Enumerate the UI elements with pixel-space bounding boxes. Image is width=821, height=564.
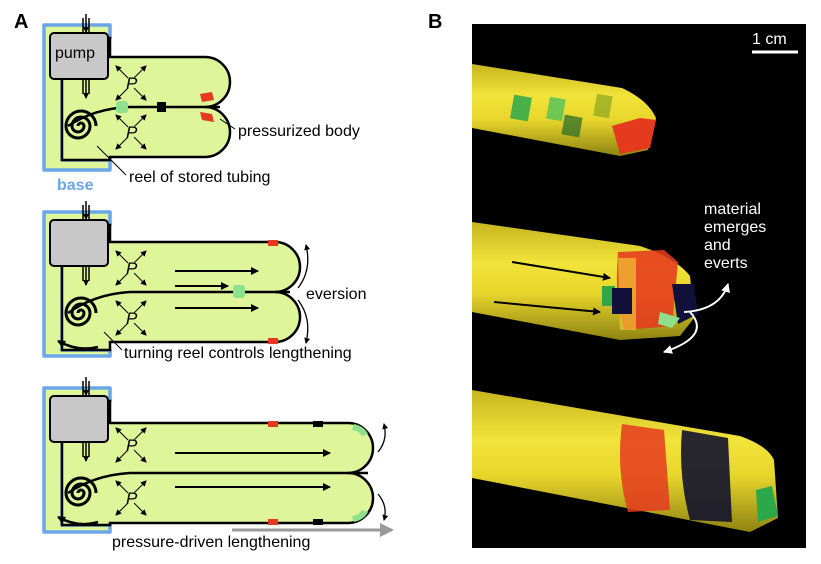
pump [49,219,109,267]
pressure-symbol-lower: P [126,123,138,142]
photo-panel: 1 cm material emerges and everts [472,24,806,548]
black-marker-top [313,421,323,427]
red-marker-top [268,421,278,427]
callout-pressurized: pressurized body [238,123,360,140]
green-marker [116,101,128,113]
callout-eversion: eversion [306,286,366,303]
pump [49,395,109,443]
base-label: base [57,177,94,194]
annotation-line-2: emerges [704,219,766,236]
pressure-arrows [115,65,147,150]
callout-leader-turning [103,331,123,351]
green-marker-top [352,424,368,436]
callout-pressure-driven: pressure-driven lengthening [112,534,310,551]
pressure-symbol-lower: P [126,489,138,508]
diagram-stage-1: pump P P pressurized body reel of stored [42,14,360,194]
reel-spiral [64,296,98,327]
reel-spiral [64,476,98,507]
diagram-stage-2: P P eversion turning reel controls lengt… [42,201,366,362]
reel-spiral [64,109,98,140]
robot-tip-middle [472,222,730,354]
callout-leader-pressurized [219,118,236,130]
black-marker-bottom [313,519,323,525]
red-marker-bottom [200,112,214,122]
photo-arrow-downward [663,311,698,354]
panel-letter-b: B [428,11,442,33]
photo-arrow-upward [683,283,730,313]
red-marker-bottom [268,338,278,344]
panel-letter-a: A [14,11,28,33]
callout-leader-reel [96,145,127,176]
pressure-arrows [115,250,147,336]
callout-turning-reel: turning reel controls lengthening [124,345,352,362]
annotation-line-3: and [704,237,731,254]
pressure-symbol-upper: P [126,74,138,93]
black-marker [157,102,166,112]
eversion-arrow-down [377,493,389,521]
photo-arrow-lower [493,301,601,316]
reel-turn-arrow [57,339,99,350]
red-marker-bottom [268,519,278,525]
pressure-symbol-lower: P [126,309,138,328]
green-marker [233,285,245,298]
annotation-line-4: everts [704,255,748,272]
annotation-line-1: material [704,201,761,218]
diagram-stage-3: P P pressure-driven lengthening [42,377,394,551]
pump-valve [82,14,90,99]
reel-turn-arrow [57,515,99,526]
red-marker-top [268,240,278,246]
pressure-symbol-upper: P [126,259,138,278]
pump [49,32,109,80]
pump-valve [82,377,90,462]
pump-valve [82,201,90,286]
eversion-arrow-down [297,299,311,344]
red-marker-top [200,92,214,102]
pressure-arrows [115,427,147,516]
robot-tip-top [472,64,656,156]
pressure-symbol-upper: P [126,436,138,455]
photo-arrow-upper [511,261,611,281]
eversion-arrow-up [297,244,311,289]
pump-label: pump [55,45,95,62]
callout-reel: reel of stored tubing [129,169,270,186]
eversion-arrow-up [377,423,389,453]
scale-bar-label: 1 cm [752,31,787,48]
robot-tip-bottom [472,390,778,532]
photo-annotation: material emerges and everts [704,201,766,272]
green-marker-bottom [352,510,368,522]
